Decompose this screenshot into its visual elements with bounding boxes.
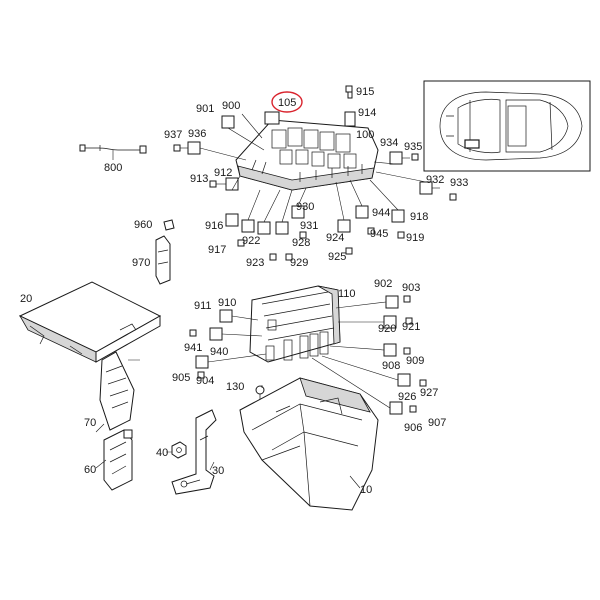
callout-923[interactable]: 923 <box>246 257 264 269</box>
callout-912[interactable]: 912 <box>214 167 232 179</box>
wire-harness-800 <box>79 144 147 160</box>
callout-927[interactable]: 927 <box>420 387 438 399</box>
callout-904[interactable]: 904 <box>196 375 214 387</box>
callout-30[interactable]: 30 <box>212 465 224 477</box>
callout-909[interactable]: 909 <box>406 355 424 367</box>
callout-933[interactable]: 933 <box>450 177 468 189</box>
callout-915[interactable]: 915 <box>356 86 374 98</box>
callout-907[interactable]: 907 <box>428 417 446 429</box>
callout-908[interactable]: 908 <box>382 360 400 372</box>
callout-926[interactable]: 926 <box>398 391 416 403</box>
callout-800[interactable]: 800 <box>104 162 122 174</box>
callout-941[interactable]: 941 <box>184 342 202 354</box>
callout-960[interactable]: 960 <box>134 219 152 231</box>
leader-lines <box>95 359 361 489</box>
callout-937[interactable]: 937 <box>164 129 182 141</box>
highlight-ring-105 <box>271 91 303 113</box>
callout-945[interactable]: 945 <box>370 228 388 240</box>
callout-905[interactable]: 905 <box>172 372 190 384</box>
callout-934[interactable]: 934 <box>380 137 398 149</box>
relay-105[interactable] <box>264 111 280 125</box>
callout-944[interactable]: 944 <box>372 207 390 219</box>
callout-906[interactable]: 906 <box>404 422 422 434</box>
callout-932[interactable]: 932 <box>426 174 444 186</box>
callout-940[interactable]: 940 <box>210 346 228 358</box>
callout-914[interactable]: 914 <box>358 107 376 119</box>
callout-110[interactable]: 110 <box>338 288 356 300</box>
callout-922[interactable]: 922 <box>242 235 260 247</box>
callout-921[interactable]: 921 <box>402 321 420 333</box>
callout-936[interactable]: 936 <box>188 128 206 140</box>
bracket-30 <box>171 409 217 495</box>
callout-20[interactable]: 20 <box>20 293 32 305</box>
callout-930[interactable]: 930 <box>296 201 314 213</box>
callout-105[interactable]: 105 <box>278 97 296 109</box>
locator-marker <box>464 139 480 149</box>
connectors-box-100 <box>173 85 457 261</box>
callout-917[interactable]: 917 <box>208 244 226 256</box>
housing-10 <box>239 377 379 511</box>
callout-130[interactable]: 130 <box>226 381 244 393</box>
callout-902[interactable]: 902 <box>374 278 392 290</box>
callout-911[interactable]: 911 <box>194 300 212 312</box>
holder-70 <box>99 351 135 431</box>
callout-10[interactable]: 10 <box>360 484 372 496</box>
callout-924[interactable]: 924 <box>326 232 344 244</box>
fuse-relay-box-100 <box>235 89 379 191</box>
callout-925[interactable]: 925 <box>328 251 346 263</box>
callout-913[interactable]: 913 <box>190 173 208 185</box>
connectors-module-110 <box>189 295 427 415</box>
vehicle-locator-inset <box>423 80 591 172</box>
nut-40 <box>171 441 187 459</box>
callout-929[interactable]: 929 <box>290 257 308 269</box>
part-60 <box>103 429 133 491</box>
callout-970[interactable]: 970 <box>132 257 150 269</box>
control-module-110 <box>249 285 341 363</box>
callout-916[interactable]: 916 <box>205 220 223 232</box>
callout-928[interactable]: 928 <box>292 237 310 249</box>
callout-901[interactable]: 901 <box>196 103 214 115</box>
bracket-970 <box>155 219 175 285</box>
callout-910[interactable]: 910 <box>218 297 236 309</box>
callout-70[interactable]: 70 <box>84 417 96 429</box>
callout-903[interactable]: 903 <box>402 282 420 294</box>
callout-40[interactable]: 40 <box>156 447 168 459</box>
cover-20 <box>18 281 162 363</box>
callout-100[interactable]: 100 <box>356 129 374 141</box>
callout-918[interactable]: 918 <box>410 211 428 223</box>
callout-919[interactable]: 919 <box>406 232 424 244</box>
callout-900[interactable]: 900 <box>222 100 240 112</box>
callout-935[interactable]: 935 <box>404 141 422 153</box>
callout-931[interactable]: 931 <box>300 220 318 232</box>
callout-920[interactable]: 920 <box>378 323 396 335</box>
callout-labels: 105 915 914 100 901 900 937 936 800 934 … <box>20 86 468 496</box>
callout-60[interactable]: 60 <box>84 464 96 476</box>
